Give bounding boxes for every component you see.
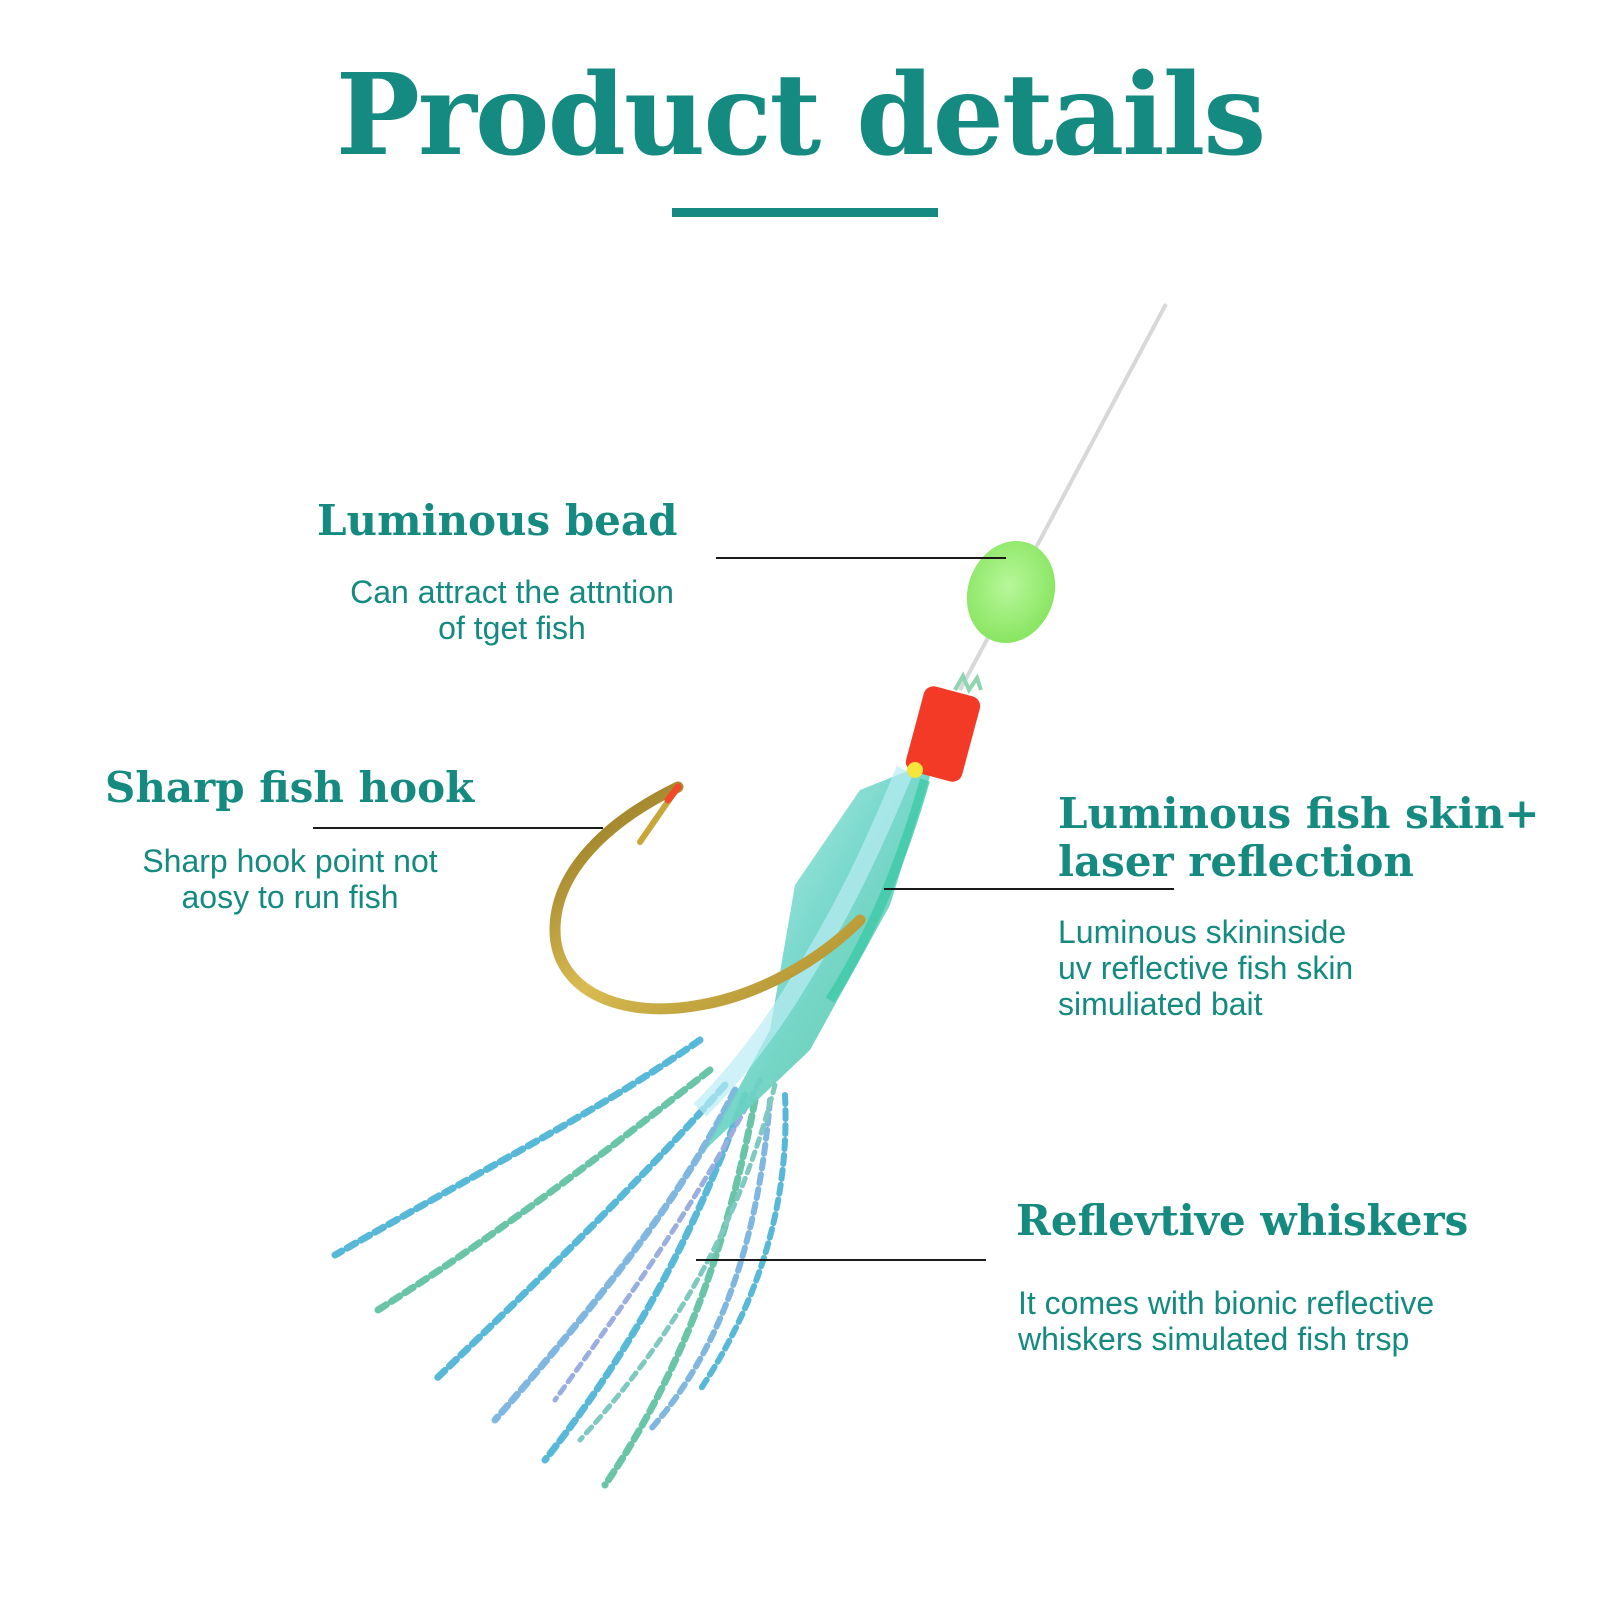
lure-head-icon: [905, 671, 983, 782]
hook-leader-line: [313, 827, 603, 829]
hook-description-line: Sharp hook point not: [142, 843, 438, 879]
skin-description-line: uv reflective fish skin: [1058, 950, 1354, 986]
hook-heading: Sharp fish hook: [105, 763, 475, 812]
whiskers-heading: Reflevtive whiskers: [1016, 1196, 1469, 1245]
title-underline: [672, 208, 938, 217]
bead-heading: Luminous bead: [317, 496, 678, 545]
bead-description-line: of tget fish: [438, 610, 586, 646]
skin-description-line: Luminous skininside: [1058, 914, 1347, 950]
skin-description-line: simuliated bait: [1058, 986, 1263, 1022]
skin-heading: Luminous fish skin+ laser reflection: [1058, 790, 1540, 886]
luminous-bead-icon: [966, 540, 1056, 644]
skin-heading-line: laser reflection: [1058, 837, 1414, 886]
bead-leader-line: [716, 557, 1006, 559]
sharp-fish-hook-icon: [549, 781, 866, 1015]
page-title: Product details: [335, 50, 1267, 181]
bead-description-line: Can attract the attntion: [350, 574, 674, 610]
hook-description: Sharp hook point not aosy to run fish: [115, 843, 465, 915]
skin-leader-line: [884, 888, 1174, 890]
skin-description: Luminous skininside uv reflective fish s…: [1058, 914, 1353, 1022]
bead-description: Can attract the attntion of tget fish: [314, 574, 710, 646]
whiskers-description-line: whiskers simulated fish trsp: [1018, 1321, 1410, 1357]
whiskers-description-line: It comes with bionic reflective: [1018, 1285, 1435, 1321]
hook-description-line: aosy to run fish: [181, 879, 399, 915]
whiskers-leader-line: [696, 1259, 986, 1261]
whiskers-description: It comes with bionic reflective whiskers…: [1018, 1285, 1434, 1357]
skin-heading-line: Luminous fish skin+: [1058, 789, 1540, 838]
reflective-whiskers-icon: [331, 1036, 789, 1489]
